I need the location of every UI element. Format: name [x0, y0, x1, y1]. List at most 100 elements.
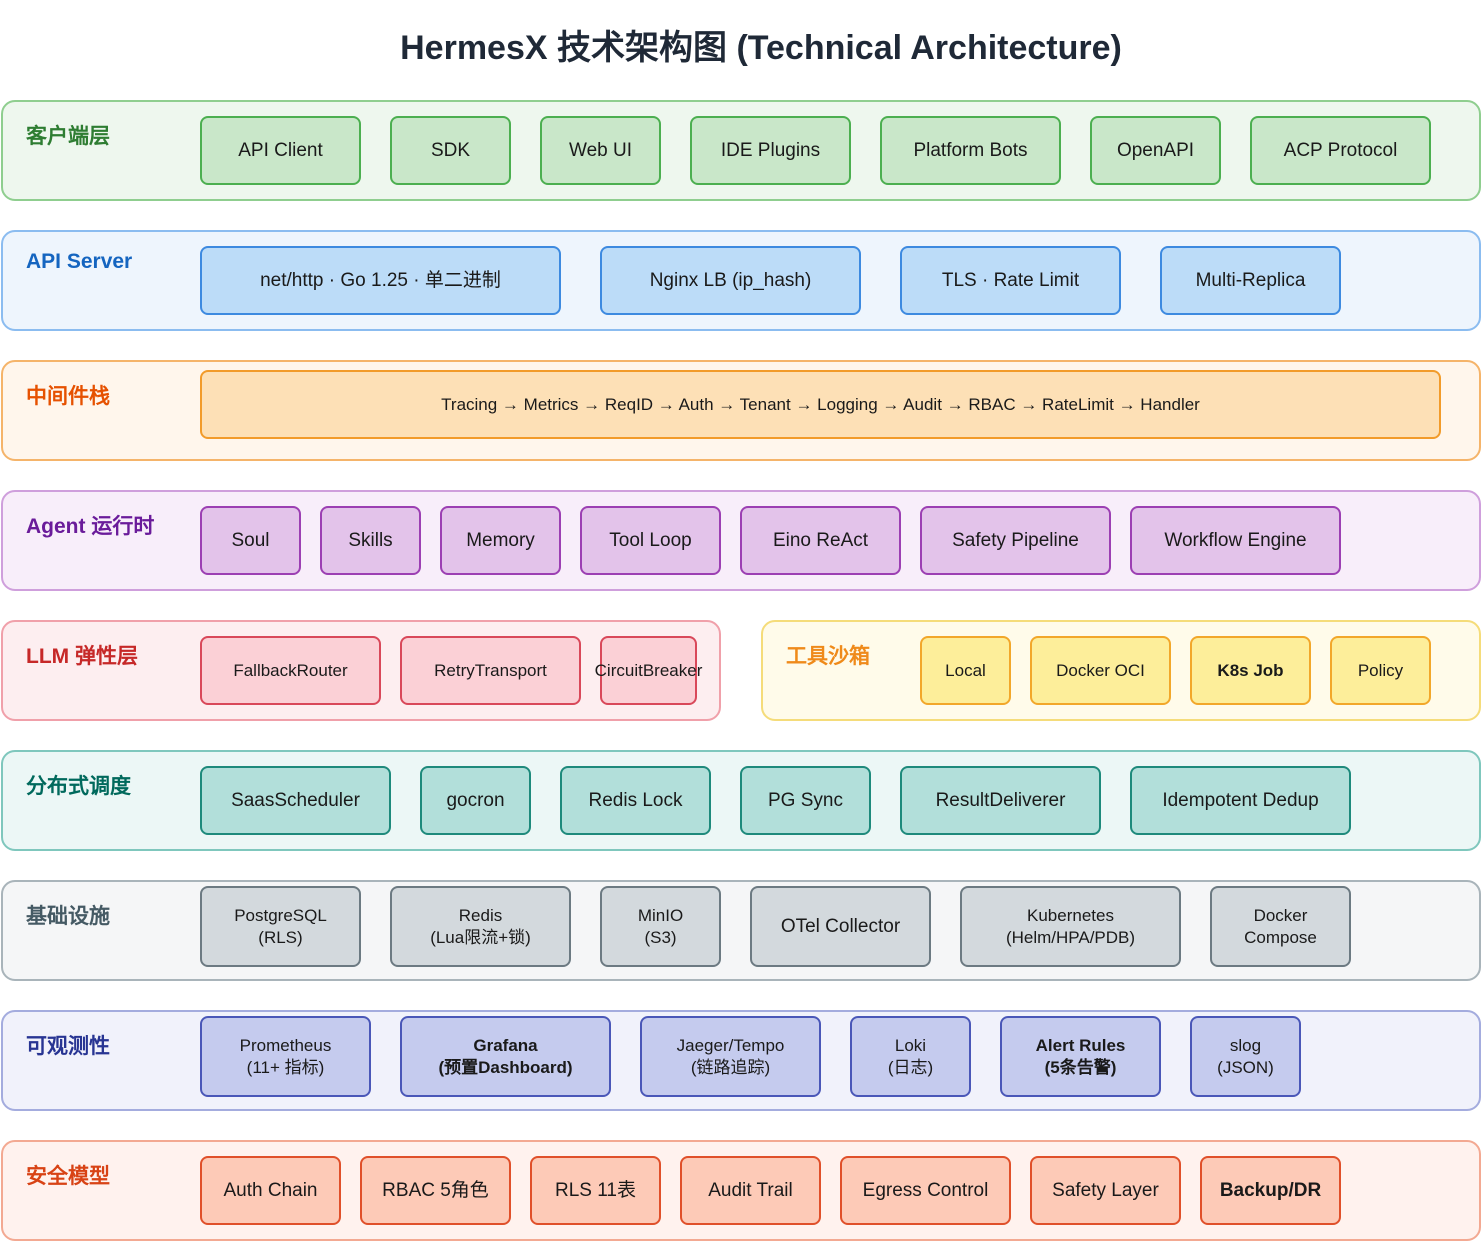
component-box: Tool Loop [580, 506, 721, 575]
component-label: Backup/DR [1219, 1179, 1322, 1201]
component-label: Loki(日志) [888, 1035, 933, 1079]
component-label: Safety Pipeline [952, 529, 1079, 551]
component-box: Web UI [540, 116, 661, 185]
component-box: Platform Bots [880, 116, 1061, 185]
component-label: API Client [238, 139, 323, 161]
component-label: ResultDeliverer [935, 789, 1066, 811]
component-box: Backup/DR [1200, 1156, 1341, 1225]
component-box: Memory [440, 506, 561, 575]
component-label: Redis(Lua限流+锁) [430, 905, 531, 949]
component-box: ResultDeliverer [900, 766, 1101, 835]
component-label: Nginx LB (ip_hash) [649, 269, 812, 291]
component-label: slog(JSON) [1217, 1035, 1274, 1079]
component-label: Alert Rules(5条告警) [1036, 1035, 1126, 1079]
component-label: net/http · Go 1.25 · 单二进制 [260, 269, 501, 291]
component-box: Eino ReAct [740, 506, 901, 575]
component-box: FallbackRouter [200, 636, 381, 705]
component-label: Tracing → Metrics → ReqID → Auth → Tenan… [441, 394, 1200, 414]
component-box: Local [920, 636, 1011, 705]
component-label: Safety Layer [1052, 1179, 1159, 1201]
component-label: Skills [348, 529, 393, 551]
component-label-line: (S3) [644, 927, 677, 947]
component-label: Egress Control [862, 1179, 989, 1201]
component-label-line: (5条告警) [1044, 1057, 1117, 1077]
component-label: RBAC 5角色 [382, 1179, 489, 1201]
component-label: TLS · Rate Limit [941, 269, 1080, 291]
component-label: SaasScheduler [231, 789, 360, 811]
component-box: Kubernetes(Helm/HPA/PDB) [960, 886, 1181, 967]
component-label: PostgreSQL(RLS) [234, 905, 327, 949]
component-box: RetryTransport [400, 636, 581, 705]
layer-label: API Server [26, 250, 133, 273]
component-label-line: MinIO [637, 905, 684, 925]
component-box: OpenAPI [1090, 116, 1221, 185]
layer-label: 可观测性 [26, 1035, 110, 1058]
component-label: OpenAPI [1116, 139, 1195, 161]
component-label: ACP Protocol [1283, 139, 1398, 161]
component-label: Redis Lock [588, 789, 683, 811]
component-label: SDK [430, 139, 471, 161]
component-label: RetryTransport [434, 660, 547, 680]
component-label: Soul [231, 529, 270, 551]
component-box: net/http · Go 1.25 · 单二进制 [200, 246, 561, 315]
component-label-line: Jaeger/Tempo [676, 1035, 785, 1055]
component-box: Prometheus(11+ 指标) [200, 1016, 371, 1097]
component-box: Safety Pipeline [920, 506, 1111, 575]
component-box: ACP Protocol [1250, 116, 1431, 185]
component-box: Skills [320, 506, 421, 575]
component-label-line: Redis [458, 905, 503, 925]
component-label-line: Compose [1244, 927, 1317, 947]
component-box: SaasScheduler [200, 766, 391, 835]
component-label: K8s Job [1217, 660, 1284, 680]
component-box: Audit Trail [680, 1156, 821, 1225]
component-label: Tool Loop [609, 529, 692, 551]
component-label: Eino ReAct [772, 529, 869, 551]
component-box: CircuitBreaker [595, 636, 702, 705]
component-label-line: Docker [1253, 905, 1308, 925]
component-label: MinIO(S3) [638, 905, 683, 949]
layer-label: Agent 运行时 [26, 515, 155, 538]
component-box: Safety Layer [1030, 1156, 1181, 1225]
component-label-line: Prometheus [239, 1035, 332, 1055]
component-box: Loki(日志) [850, 1016, 971, 1097]
component-label: Auth Chain [223, 1179, 318, 1201]
component-box: Auth Chain [200, 1156, 341, 1225]
component-box: Redis Lock [560, 766, 711, 835]
component-label-line: (预置Dashboard) [438, 1057, 573, 1077]
component-box: gocron [420, 766, 531, 835]
component-label: Audit Trail [708, 1179, 793, 1201]
component-label: RLS 11表 [555, 1179, 636, 1201]
component-label: CircuitBreaker [594, 660, 703, 680]
diagram-title: HermesX 技术架构图 (Technical Architecture) [400, 29, 1122, 67]
component-label: Web UI [568, 139, 632, 161]
component-label: Workflow Engine [1164, 529, 1307, 551]
component-label-line: PostgreSQL [234, 905, 327, 925]
component-box: TLS · Rate Limit [900, 246, 1121, 315]
component-box: K8s Job [1190, 636, 1311, 705]
component-box: Grafana(预置Dashboard) [400, 1016, 611, 1097]
component-box: SDK [390, 116, 511, 185]
component-label-line: (日志) [887, 1057, 934, 1077]
layer-label: 安全模型 [26, 1165, 110, 1188]
component-label-line: (RLS) [258, 927, 303, 947]
component-box: Docker OCI [1030, 636, 1171, 705]
component-box: PostgreSQL(RLS) [200, 886, 361, 967]
layer-label: 中间件栈 [26, 385, 110, 408]
component-box: slog(JSON) [1190, 1016, 1301, 1097]
component-label: Policy [1357, 660, 1404, 680]
component-label: Multi-Replica [1195, 269, 1306, 291]
component-box: RBAC 5角色 [360, 1156, 511, 1225]
component-label: PG Sync [768, 789, 843, 811]
component-label: Platform Bots [913, 139, 1028, 161]
component-box: Idempotent Dedup [1130, 766, 1351, 835]
component-label: Local [945, 660, 986, 680]
component-label-line: (11+ 指标) [246, 1057, 325, 1077]
component-label-line: slog [1229, 1035, 1262, 1055]
component-label-line: (链路追踪) [690, 1057, 771, 1077]
component-box: Nginx LB (ip_hash) [600, 246, 861, 315]
component-box: PG Sync [740, 766, 871, 835]
component-label: gocron [446, 789, 505, 811]
component-box: Policy [1330, 636, 1431, 705]
layer-label: 工具沙箱 [786, 645, 870, 668]
